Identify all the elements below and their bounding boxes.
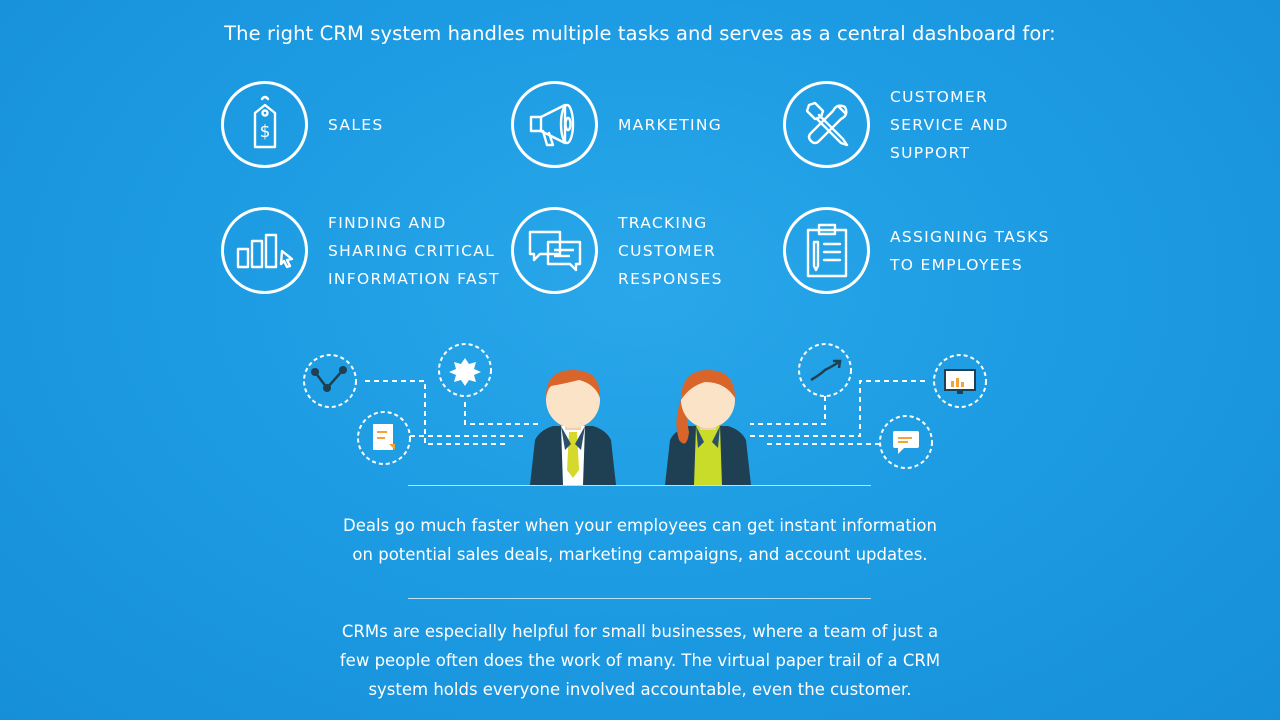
- chat-node-icon: [879, 415, 933, 469]
- feature-label: CUSTOMER SERVICE AND SUPPORT: [890, 87, 1009, 162]
- tools-icon: [783, 81, 870, 168]
- feature-label: ASSIGNING TASKS TO EMPLOYEES: [890, 227, 1050, 274]
- female-employee-figure: [665, 370, 751, 485]
- chat-bubbles-icon: [511, 207, 598, 294]
- feature-label: FINDING AND SHARING CRITICAL INFORMATION…: [328, 213, 500, 288]
- svg-text:$: $: [259, 122, 270, 142]
- bar-chart-cursor-icon: [221, 207, 308, 294]
- feature-label: SALES: [328, 115, 384, 134]
- male-employee-figure: [530, 370, 616, 485]
- network-node-icon: [303, 354, 357, 408]
- megaphone-icon: [511, 81, 598, 168]
- feature-tracking-responses: TRACKING CUSTOMER RESPONSES: [511, 207, 723, 294]
- paragraph-small-business: CRMs are especially helpful for small bu…: [339, 622, 941, 699]
- paragraph-deals: Deals go much faster when your employees…: [343, 516, 937, 564]
- feature-assigning-tasks: ASSIGNING TASKS TO EMPLOYEES: [783, 207, 1050, 294]
- intro-heading: The right CRM system handles multiple ta…: [224, 22, 1056, 45]
- employees-illustration: [295, 340, 995, 494]
- feature-sales: $ SALES: [221, 81, 384, 168]
- divider-top: [408, 485, 871, 486]
- feature-label: TRACKING CUSTOMER RESPONSES: [618, 213, 723, 288]
- trend-arrow-node-icon: [798, 343, 852, 397]
- document-node-icon: [357, 411, 411, 465]
- price-tag-icon: $: [221, 81, 308, 168]
- badge-node-icon: [438, 343, 492, 397]
- monitor-node-icon: [933, 354, 987, 408]
- feature-marketing: MARKETING: [511, 81, 722, 168]
- feature-finding-info: FINDING AND SHARING CRITICAL INFORMATION…: [221, 207, 500, 294]
- feature-customer-service: CUSTOMER SERVICE AND SUPPORT: [783, 81, 1009, 168]
- divider-middle: [408, 598, 871, 599]
- feature-label: MARKETING: [618, 115, 723, 134]
- clipboard-icon: [783, 207, 870, 294]
